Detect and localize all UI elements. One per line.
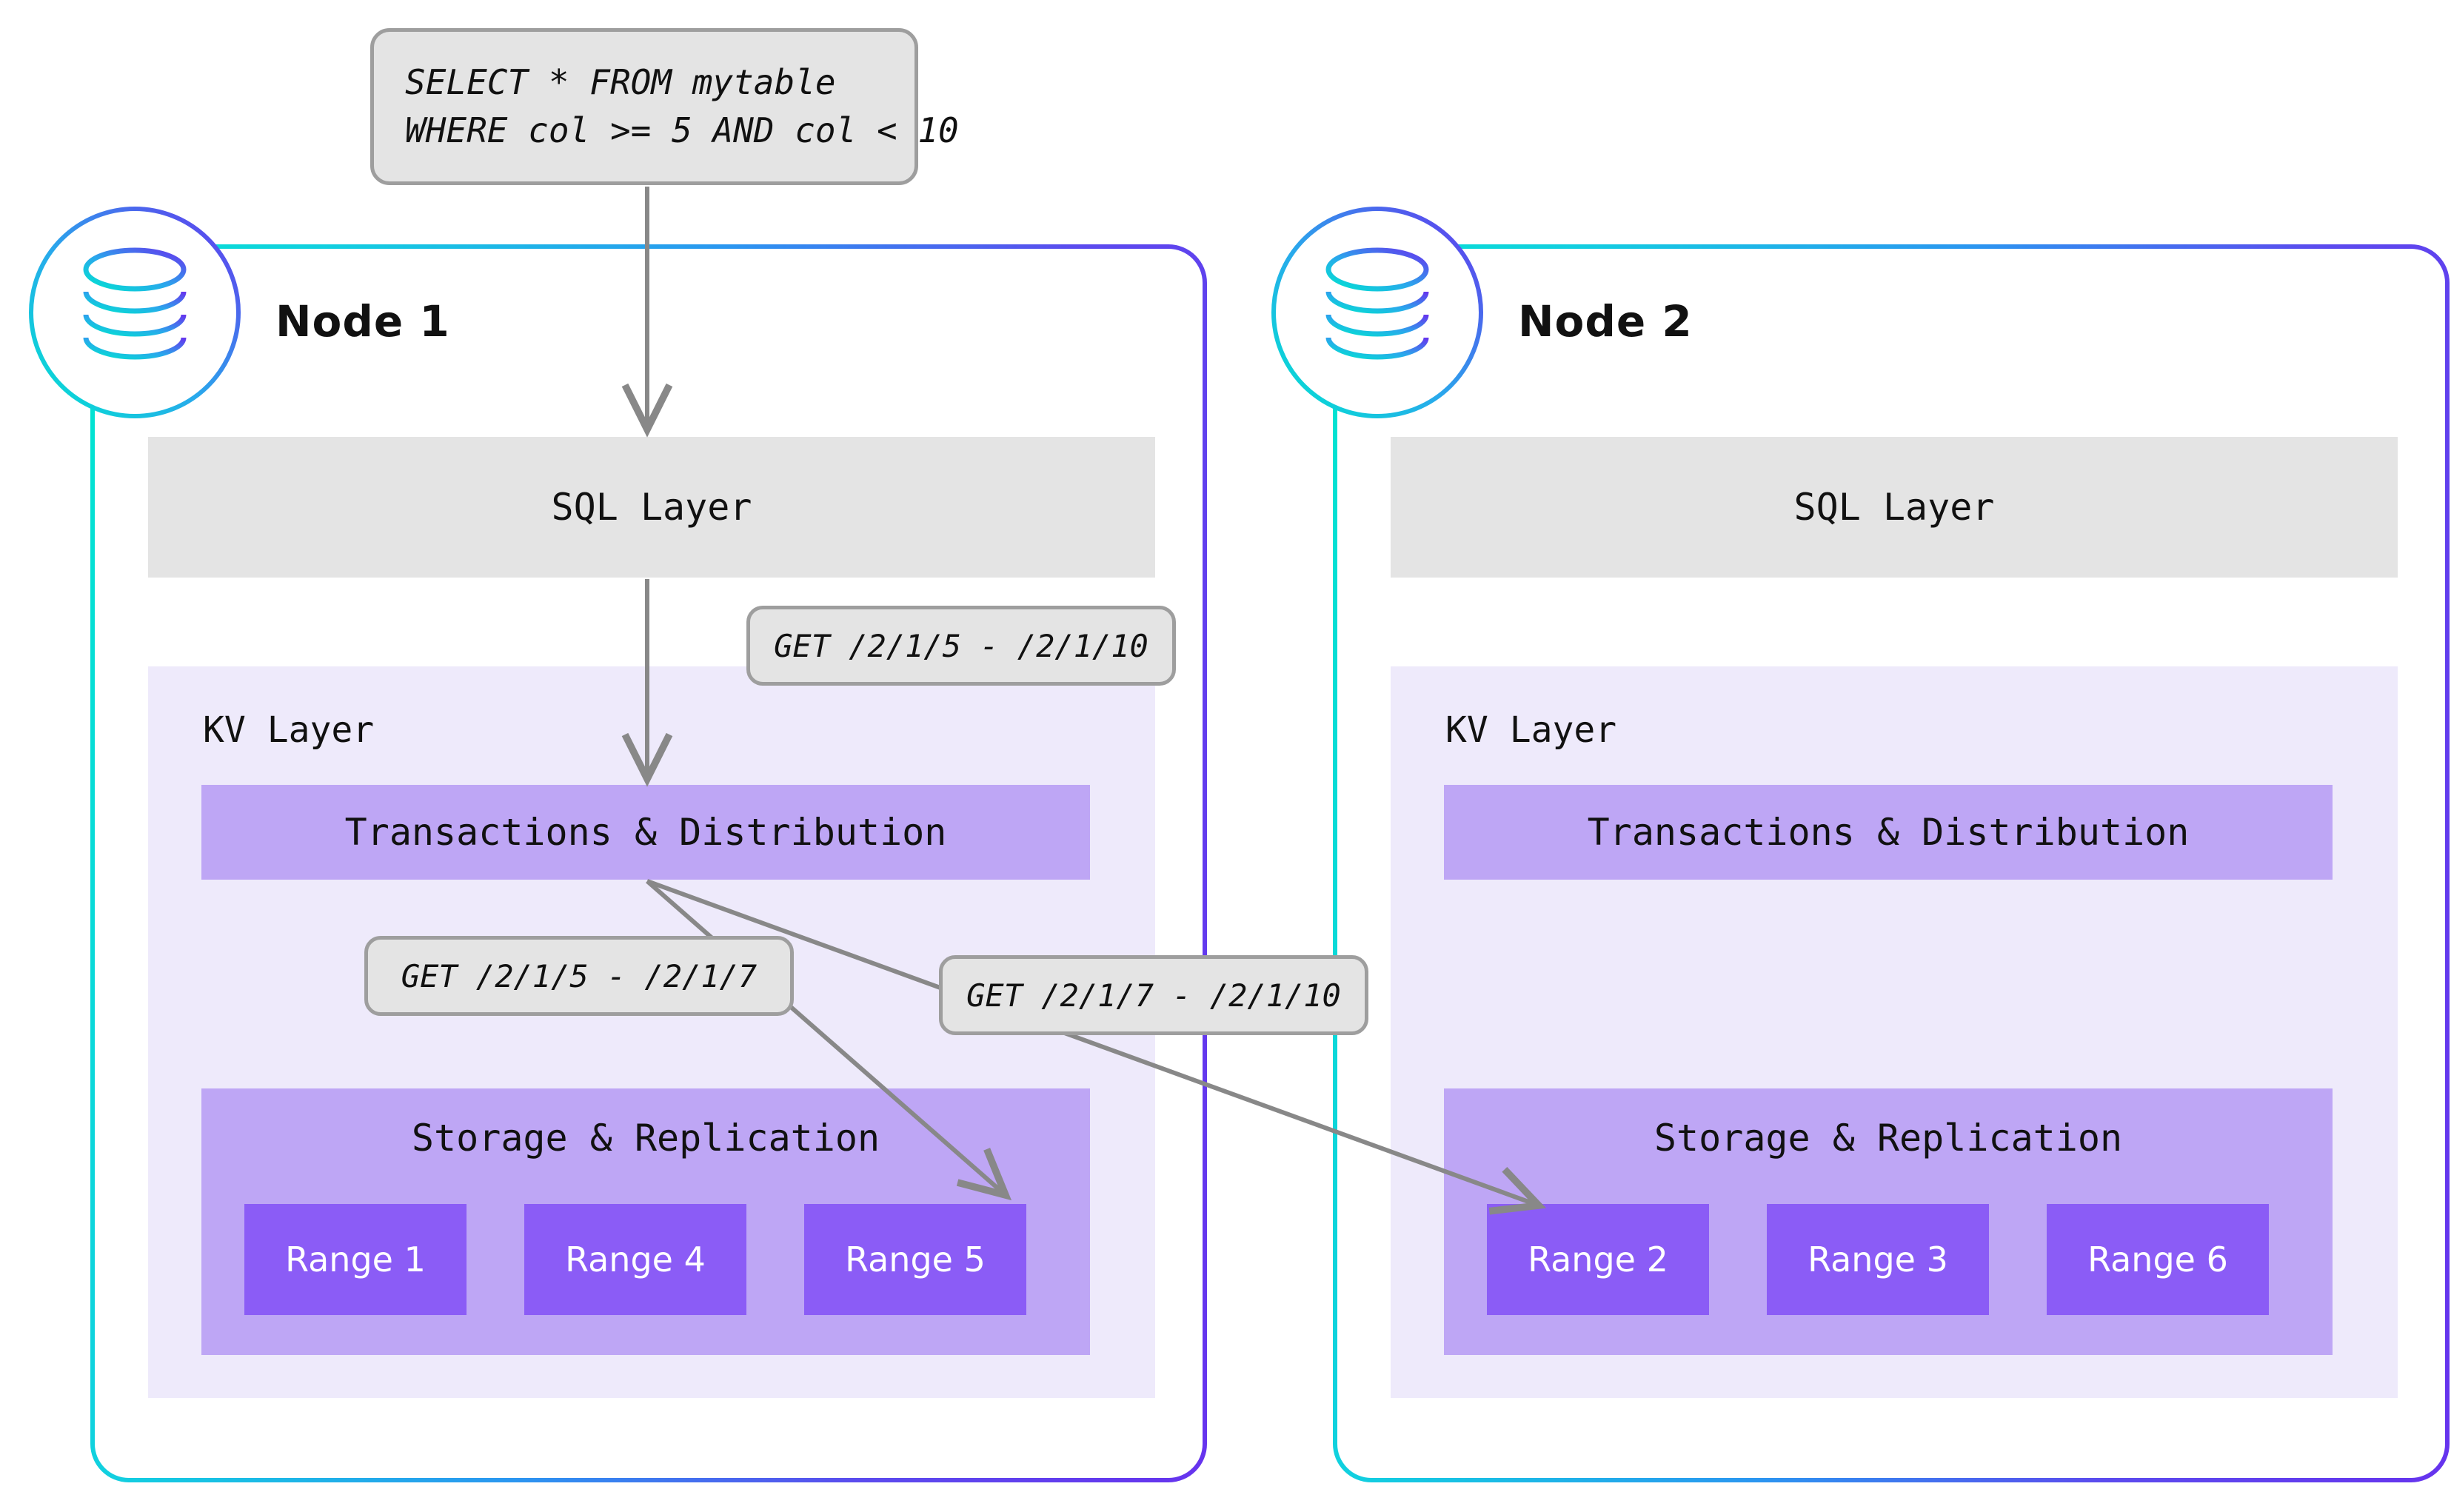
node-1-storage-panel: Storage & Replication Range 1 Range 4 Ra… bbox=[201, 1088, 1090, 1355]
callout-get-full-range: GET /2/1/5 - /2/1/10 bbox=[746, 606, 1176, 686]
node-2-storage-label: Storage & Replication bbox=[1653, 1117, 2123, 1160]
node-2-db-badge bbox=[1266, 201, 1488, 424]
node-2-range-box-3[interactable]: Range 6 bbox=[2047, 1204, 2269, 1315]
node-2-kv-layer-panel: KV Layer Transactions & Distribution Sto… bbox=[1391, 666, 2398, 1398]
node-1-sql-layer: SQL Layer bbox=[148, 437, 1155, 578]
node-2-range-box-2[interactable]: Range 3 bbox=[1767, 1204, 1989, 1315]
node-2-storage-panel: Storage & Replication Range 2 Range 3 Ra… bbox=[1444, 1088, 2333, 1355]
node-2-sql-layer: SQL Layer bbox=[1391, 437, 2398, 578]
sql-query-line-2: WHERE col >= 5 AND col < 10 bbox=[405, 110, 959, 150]
node-1-range-box-2[interactable]: Range 4 bbox=[524, 1204, 746, 1315]
node-1-transactions-bar: Transactions & Distribution bbox=[201, 785, 1090, 880]
node-1-title: Node 1 bbox=[275, 296, 450, 347]
node-2-title: Node 2 bbox=[1518, 296, 1693, 347]
database-cylinder-icon bbox=[1271, 207, 1483, 418]
node-2-kv-layer-label: KV Layer bbox=[1445, 709, 1617, 751]
node-1-storage-label: Storage & Replication bbox=[411, 1117, 880, 1160]
callout-get-left-range: GET /2/1/5 - /2/1/7 bbox=[364, 936, 794, 1016]
node-2-range-box-1[interactable]: Range 2 bbox=[1487, 1204, 1709, 1315]
node-1-range-box-3[interactable]: Range 5 bbox=[804, 1204, 1026, 1315]
sql-query-line-1: SELECT * FROM mytable bbox=[405, 61, 836, 102]
callout-get-right-range: GET /2/1/7 - /2/1/10 bbox=[939, 955, 1368, 1035]
sql-query-callout: SELECT * FROM mytable WHERE col >= 5 AND… bbox=[370, 28, 959, 185]
node-1-db-badge bbox=[24, 201, 246, 424]
node-1-range-box-1[interactable]: Range 1 bbox=[244, 1204, 467, 1315]
node-1-kv-layer-label: KV Layer bbox=[203, 709, 375, 751]
database-cylinder-icon bbox=[29, 207, 241, 418]
node-2-transactions-bar: Transactions & Distribution bbox=[1444, 785, 2333, 880]
